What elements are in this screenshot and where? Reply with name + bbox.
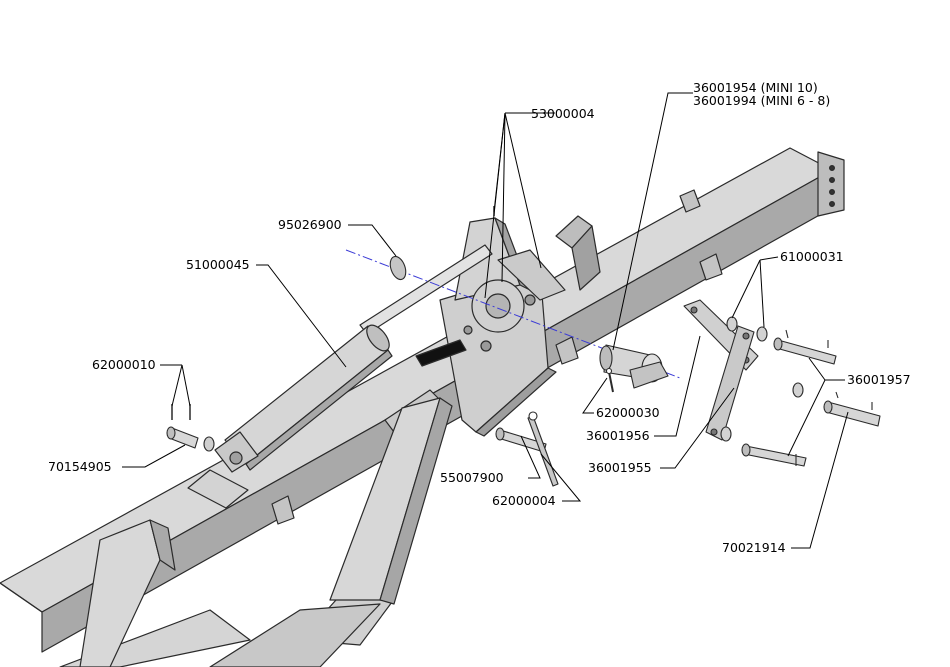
callout-61000031: 61000031 (780, 249, 844, 264)
callout-62000010: 62000010 (92, 357, 156, 372)
pin-70021914 (824, 392, 880, 426)
callout-36001956: 36001956 (586, 428, 650, 443)
callout-62000004: 62000004 (492, 493, 556, 508)
washer-61000031-a (727, 317, 737, 331)
callout-95026900: 95026900 (278, 217, 342, 232)
callout-55007900: 55007900 (440, 470, 504, 485)
callout-70154905: 70154905 (48, 459, 112, 474)
callout-53000004: 53000004 (531, 106, 595, 121)
pin-36001957-a (774, 330, 836, 364)
callout-70021914: 70021914 (722, 540, 786, 555)
washer-61000031-c (793, 383, 803, 397)
washer-61000031-d (721, 427, 731, 441)
washer-61000031-b (757, 327, 767, 341)
callout-36001955: 36001955 (588, 460, 652, 475)
callout-62000030: 62000030 (596, 405, 660, 420)
callout-36001994: 36001994 (MINI 6 - 8) (693, 93, 830, 108)
callout-51000045: 51000045 (186, 257, 250, 272)
callout-36001957: 36001957 (847, 372, 911, 387)
pin-36001957-b (742, 444, 806, 466)
pin-70154905 (167, 427, 214, 451)
washer-95026900 (387, 254, 408, 281)
